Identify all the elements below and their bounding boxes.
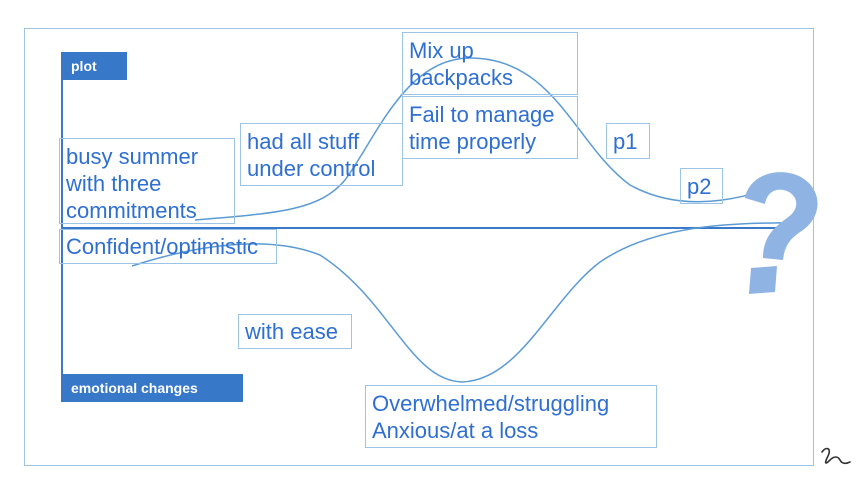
diagram-frame (24, 28, 814, 466)
event-busy-summer: busy summer with three commitments (59, 138, 235, 224)
emotion-overwhelmed: Overwhelmed/struggling Anxious/at a loss (365, 385, 657, 448)
event-mix-up-line1: Mix up (409, 38, 474, 63)
emotion-overwhelmed-line2: Anxious/at a loss (372, 418, 539, 443)
event-had-all-stuff: had all stuff under control (240, 123, 403, 186)
event-fail-manage-line1: Fail to manage (409, 102, 555, 127)
event-fail-manage: Fail to manage time properly (402, 96, 578, 159)
emotion-confident: Confident/optimistic (59, 229, 277, 264)
plot-curve (194, 57, 801, 221)
emotion-overwhelmed-line1: Overwhelmed/struggling (372, 391, 610, 416)
event-busy-summer-line2: with three (66, 171, 162, 196)
emotional-changes-tag: emotional changes (61, 374, 243, 402)
event-p2: p2 (680, 168, 723, 204)
event-fail-manage-line2: time properly (409, 129, 537, 154)
event-busy-summer-line1: busy summer (66, 144, 199, 169)
event-had-all-stuff-line1: had all stuff (247, 129, 360, 154)
emotion-with-ease: with ease (238, 314, 352, 349)
event-p1: p1 (606, 123, 650, 159)
question-mark-icon (745, 172, 818, 294)
squiggle-icon (821, 447, 851, 465)
baseline-axis (62, 227, 798, 229)
event-had-all-stuff-line2: under control (247, 156, 376, 181)
event-mix-up-line2: backpacks (409, 65, 513, 90)
emotion-curve (131, 222, 796, 383)
plot-tag: plot (61, 52, 127, 80)
event-busy-summer-line3: commitments (66, 198, 197, 223)
event-mix-up: Mix up backpacks (402, 32, 578, 95)
